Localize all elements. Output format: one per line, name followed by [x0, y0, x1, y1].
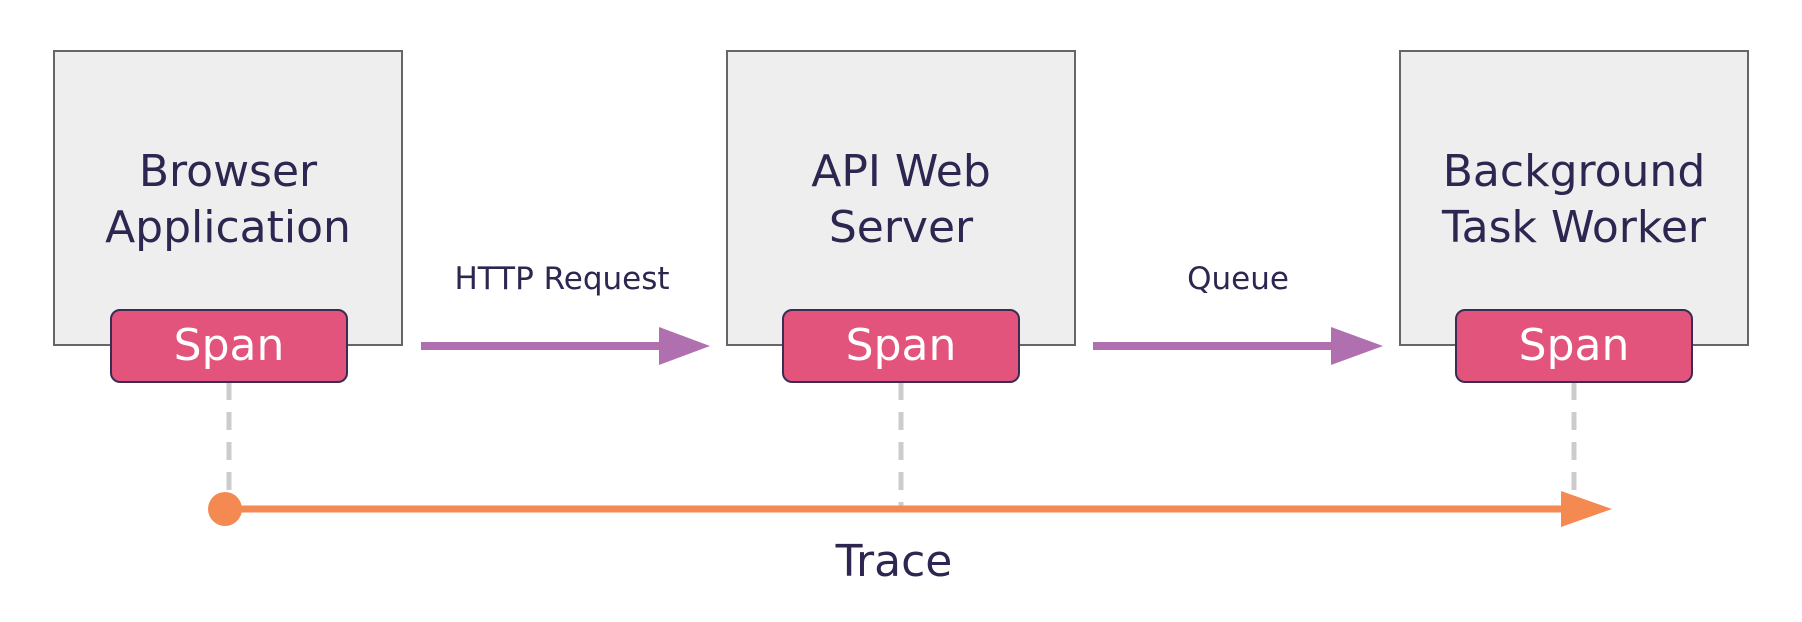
api-web-server-box: API Web Server: [726, 50, 1076, 346]
browser-application-span: Span: [110, 309, 348, 383]
queue-label: Queue: [1187, 261, 1289, 297]
trace-arrow-head: [1561, 491, 1612, 527]
edge-arrow-2-head: [1331, 327, 1383, 365]
trace-label: Trace: [835, 536, 953, 587]
background-task-worker-span: Span: [1455, 309, 1693, 383]
http-request-label: HTTP Request: [454, 261, 670, 297]
background-task-worker-box: Background Task Worker: [1399, 50, 1749, 346]
browser-application-box: Browser Application: [53, 50, 403, 346]
browser-application-title: Browser Application: [55, 144, 401, 256]
api-web-server-title: API Web Server: [728, 144, 1074, 256]
trace-start-dot: [208, 492, 242, 526]
background-task-worker-title-line2: Task Worker: [1442, 202, 1706, 253]
api-web-server-span: Span: [782, 309, 1020, 383]
browser-application-title-line1: Browser: [138, 146, 318, 197]
background-task-worker-title-line1: Background: [1442, 146, 1706, 197]
api-web-server-title-line2: Server: [828, 202, 974, 253]
browser-application-title-line2: Application: [105, 202, 351, 253]
background-task-worker-title: Background Task Worker: [1401, 144, 1747, 256]
edge-arrow-1-head: [659, 327, 710, 365]
api-web-server-title-line1: API Web: [811, 146, 991, 197]
